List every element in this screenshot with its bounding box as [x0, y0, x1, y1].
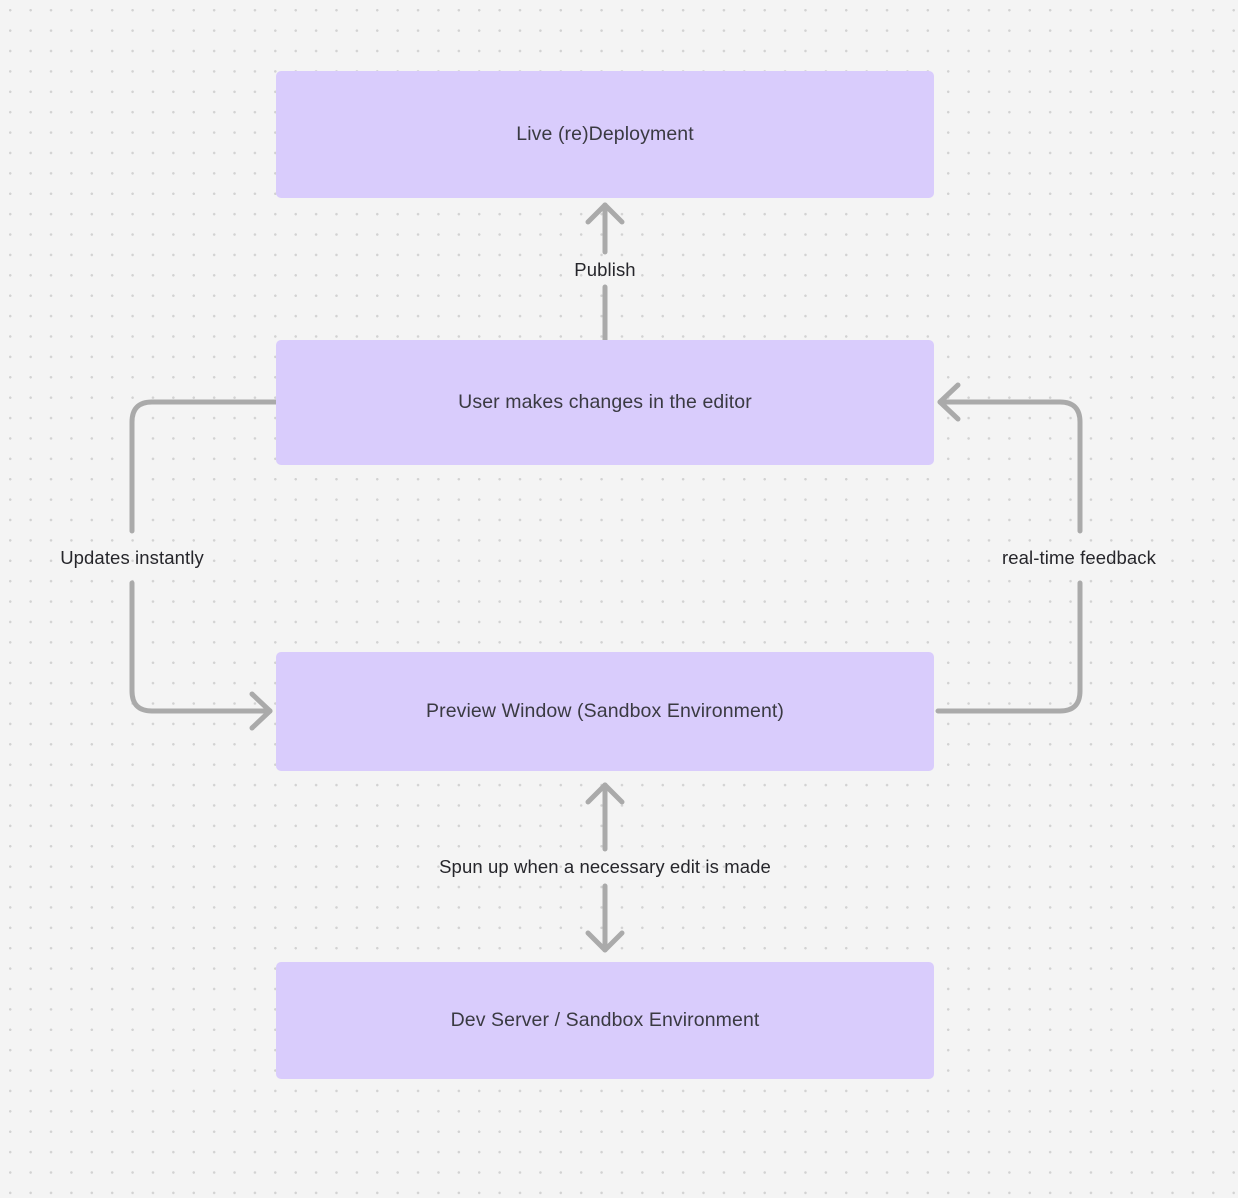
node-user-changes-label: User makes changes in the editor	[458, 390, 752, 413]
node-dev-server-label: Dev Server / Sandbox Environment	[450, 1008, 760, 1031]
node-user-changes[interactable]: User makes changes in the editor	[276, 340, 934, 465]
edge-label-spun-up: Spun up when a necessary edit is made	[439, 856, 771, 877]
edge-label-realtime-feedback: real-time feedback	[1002, 547, 1156, 568]
edge-spunup-arrowhead-up	[585, 782, 625, 805]
edge-feedback-line-upper	[937, 399, 1083, 534]
node-preview-window[interactable]: Preview Window (Sandbox Environment)	[276, 652, 934, 771]
edge-updates-line-lower	[129, 580, 273, 714]
edge-label-updates-instantly: Updates instantly	[60, 547, 204, 568]
edge-spunup-arrowhead-down	[585, 930, 625, 953]
node-dev-server[interactable]: Dev Server / Sandbox Environment	[276, 962, 934, 1079]
edge-publish-arrowhead	[585, 202, 625, 225]
edge-feedback-arrowhead	[937, 382, 961, 422]
node-live-deployment[interactable]: Live (re)Deployment	[276, 71, 934, 198]
node-live-deployment-label: Live (re)Deployment	[516, 122, 694, 145]
edge-label-publish: Publish	[574, 259, 636, 280]
edge-updates-line-upper	[129, 399, 279, 534]
edge-feedback-line-lower	[935, 580, 1083, 714]
edge-updates-arrowhead	[249, 691, 273, 731]
node-preview-window-label: Preview Window (Sandbox Environment)	[426, 699, 784, 722]
